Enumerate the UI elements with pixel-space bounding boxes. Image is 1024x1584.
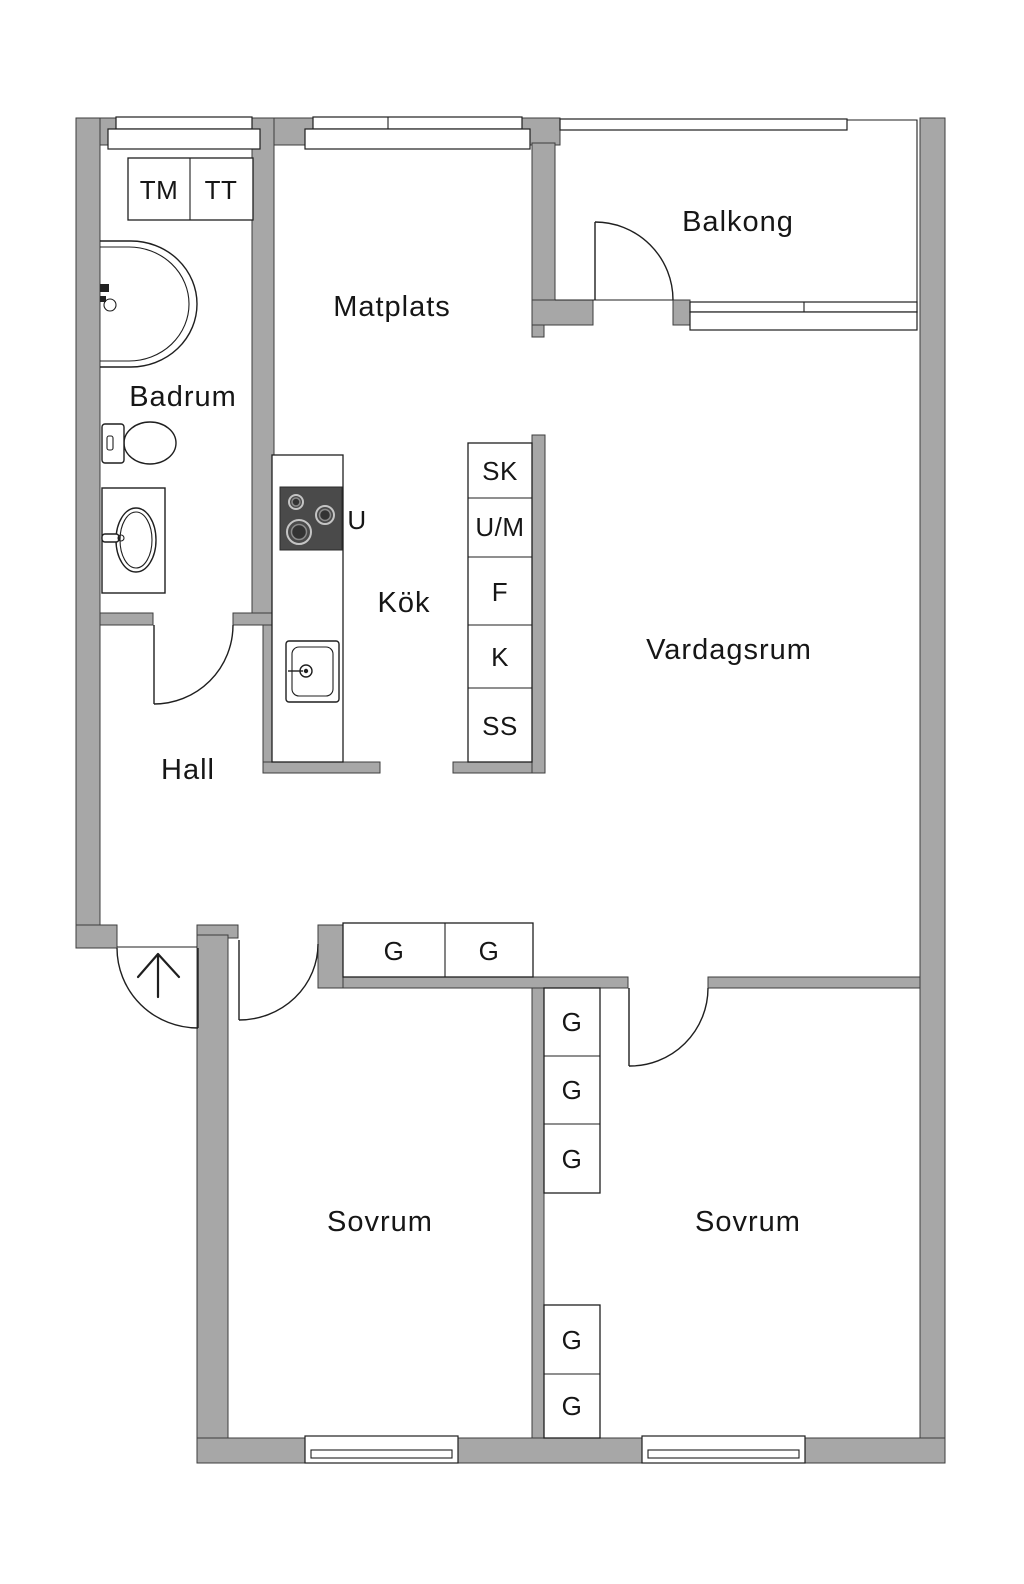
wardrobes: G G G G G G G	[342, 922, 601, 1439]
wall-central	[531, 987, 545, 1439]
wardrobe-label: G	[479, 936, 500, 966]
wall-kitchen-column-right	[531, 434, 546, 774]
vardagsrum-window-sill	[689, 311, 918, 331]
unit-ss-label: SS	[482, 711, 518, 741]
wall-bedroom-door-post	[317, 924, 344, 989]
entrance-door	[116, 946, 199, 1029]
kok-label: Kök	[378, 587, 431, 619]
wall-mid-horizontal-right	[707, 976, 921, 989]
wall-right	[919, 117, 946, 1464]
windows	[107, 116, 918, 1464]
unit-sk-label: SK	[482, 456, 518, 486]
vardagsrum-label: Vardagsrum	[646, 634, 812, 666]
kitchen-fixtures: U SK U/M F K SS	[271, 442, 533, 763]
matplats-window-sill	[304, 128, 531, 150]
wall-badrum-bottom-left	[99, 612, 154, 626]
stove	[279, 486, 343, 551]
hall-wardrobes: G G	[342, 922, 534, 978]
wardrobe-label: G	[562, 1325, 583, 1355]
sovrum-right-wardrobes-lower: G G	[543, 1304, 601, 1439]
sovrum-right-wardrobes-upper: G G G	[543, 987, 601, 1194]
entrance-arrow-icon	[136, 952, 181, 999]
washing-machine-label: TM	[140, 175, 179, 205]
wall-kitchen-stub-right	[452, 761, 546, 774]
wall-balkong-post	[672, 299, 691, 326]
oven-label: U	[347, 505, 366, 535]
sovrum-right-window-glass	[647, 1449, 800, 1459]
shower-head-icon	[103, 298, 117, 312]
sovrum-left-window-glass	[310, 1449, 453, 1459]
balcony-railing	[559, 118, 848, 131]
unit-k-label: K	[491, 642, 509, 672]
unit-f-label: F	[492, 577, 508, 607]
sovrum-left-door	[238, 940, 319, 1021]
toilet	[101, 421, 177, 465]
matplats-window	[312, 116, 523, 130]
badrum-window	[115, 116, 253, 130]
badrum-window-sill	[107, 128, 261, 150]
wall-bedroom-left	[196, 934, 229, 1464]
shower-mixer-icon	[100, 284, 109, 292]
balcony-edge-line	[847, 119, 918, 313]
wall-badrum-bottom-right	[232, 612, 275, 626]
wardrobe-label: G	[562, 1391, 583, 1421]
shower	[100, 240, 198, 368]
matplats-label: Matplats	[333, 291, 451, 323]
wardrobe-label: G	[562, 1144, 583, 1174]
shower-hose-icon	[100, 296, 106, 302]
sovrum-left-label: Sovrum	[327, 1206, 433, 1238]
wall-balkong-bottom	[531, 299, 594, 326]
balkong-label: Balkong	[682, 206, 794, 238]
bathroom-fixtures: TM TT	[100, 157, 254, 594]
wall-matplats-balkong	[531, 142, 556, 301]
kitchen-sink	[285, 640, 340, 703]
wall-kitchen-stub-left	[262, 761, 381, 774]
hall-label: Hall	[161, 754, 215, 786]
unit-um-label: U/M	[475, 512, 524, 542]
wall-badrum-right	[251, 117, 275, 626]
doors	[116, 221, 709, 1067]
wall-balkong-bottom-tab	[531, 324, 545, 338]
laundry-unit: TM TT	[127, 157, 254, 221]
tumble-dryer-label: TT	[205, 175, 238, 205]
kitchen-tall-units: SK U/M F K SS	[467, 442, 533, 763]
balkong-door	[594, 221, 674, 301]
wall-left	[75, 117, 101, 926]
walls	[75, 117, 946, 1464]
wardrobe-label: G	[562, 1075, 583, 1105]
sovrum-right-label: Sovrum	[695, 1206, 801, 1238]
washbasin	[101, 487, 166, 594]
wardrobe-label: G	[384, 936, 405, 966]
wardrobe-label: G	[562, 1007, 583, 1037]
wall-entry-step	[75, 924, 118, 949]
sovrum-right-door	[628, 987, 709, 1067]
room-labels: Badrum Matplats Balkong Kök Vardagsrum H…	[129, 206, 812, 1238]
badrum-door	[153, 624, 234, 705]
wall-mid-horizontal-left	[332, 976, 629, 989]
badrum-label: Badrum	[129, 381, 237, 413]
